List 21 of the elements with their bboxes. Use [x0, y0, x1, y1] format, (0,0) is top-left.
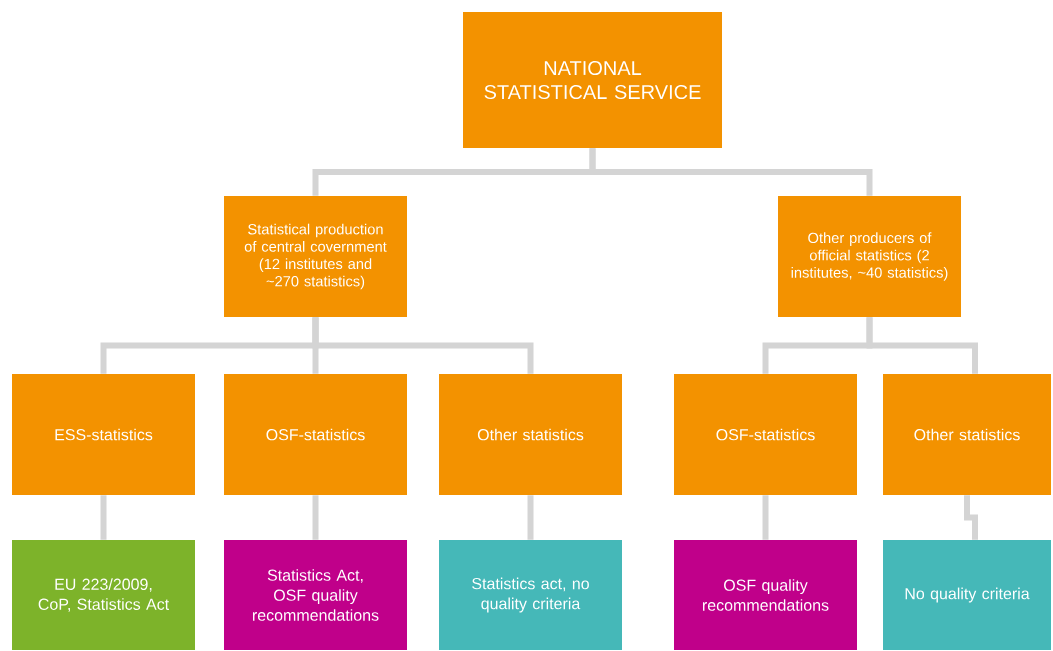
connector-line [866, 317, 978, 374]
regulation-box: OSF quality recommendations [674, 540, 857, 650]
connector-line [312, 317, 534, 374]
category-box: ESS-statistics [12, 374, 195, 495]
regulation-box: EU 223/2009, CoP, Statistics Act [12, 540, 195, 650]
regulation-box: No quality criteria [883, 540, 1051, 650]
category-box: Other statistics [883, 374, 1051, 495]
category-box: Other statistics [439, 374, 622, 495]
regulation-box: Statistics act, no quality criteria [439, 540, 622, 650]
connector-line [589, 148, 873, 196]
category-box: OSF-statistics [674, 374, 857, 495]
connector-line [762, 495, 769, 540]
title-box: NATIONAL STATISTICAL SERVICE [463, 12, 722, 148]
connector-line [312, 495, 319, 540]
category-box: OSF-statistics [224, 374, 407, 495]
connector-line [100, 495, 107, 540]
connector-line [527, 495, 534, 540]
group-box: Other producers of official statistics (2 institutes, ~40 statistics) [778, 196, 961, 317]
regulation-box: Statistics Act, OSF quality recommendations [224, 540, 407, 650]
connector-line [964, 495, 978, 540]
group-box: Statistical production of central covernment (12 institutes and ~270 statistics) [224, 196, 407, 317]
